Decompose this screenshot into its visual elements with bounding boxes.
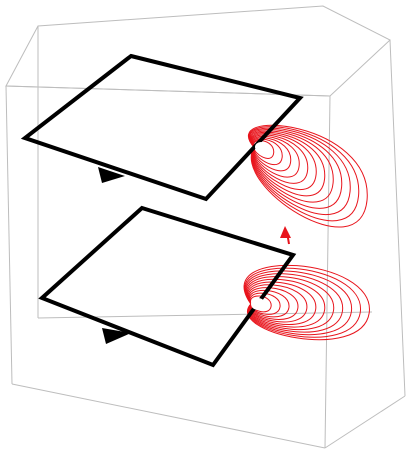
box-edge — [324, 395, 406, 449]
upper-field-line — [252, 138, 283, 165]
upper-field-line — [248, 126, 360, 222]
upper-field-line — [252, 137, 292, 172]
magnetic-field-lines — [243, 124, 370, 341]
lower-field-line — [244, 270, 352, 336]
lower-loop-wire — [38, 205, 297, 368]
upper-field-line — [250, 131, 326, 197]
box-edge — [5, 85, 331, 97]
box-top-face — [5, 5, 391, 97]
lower-wire-crossing — [251, 298, 265, 310]
lower-field-line — [249, 292, 281, 315]
box-edge — [324, 95, 331, 449]
box-edge — [389, 39, 406, 397]
upper-field-line — [247, 124, 368, 228]
upper-field-line — [250, 133, 317, 190]
lower-field-line — [245, 273, 343, 333]
lower-field-line — [248, 287, 299, 320]
upper-field-line — [249, 127, 351, 215]
upper-field-line — [251, 134, 309, 184]
upper-field-line — [250, 130, 334, 203]
upper-field-line — [249, 129, 343, 209]
lower-field-line — [244, 267, 361, 338]
upper-wire-crossing — [255, 142, 267, 152]
lower-field-line — [246, 278, 326, 328]
lower-field-line — [247, 281, 317, 325]
upper-field-line — [251, 135, 300, 178]
arrow-up-icon — [280, 226, 291, 238]
upper-current-loop — [20, 53, 304, 202]
box-edge — [5, 85, 13, 385]
arrow-right-icon — [98, 167, 125, 183]
lower-current-loop — [38, 205, 297, 368]
force-arrow — [280, 226, 291, 245]
lower-field-line — [247, 284, 308, 323]
upper-loop-wire — [20, 53, 304, 202]
box-edge — [11, 383, 326, 449]
upper-field-line — [253, 140, 275, 159]
lower-field-line — [243, 264, 370, 341]
lower-field-line — [246, 275, 335, 331]
lower-field-line — [248, 290, 290, 318]
arrow-right-icon — [102, 328, 131, 344]
